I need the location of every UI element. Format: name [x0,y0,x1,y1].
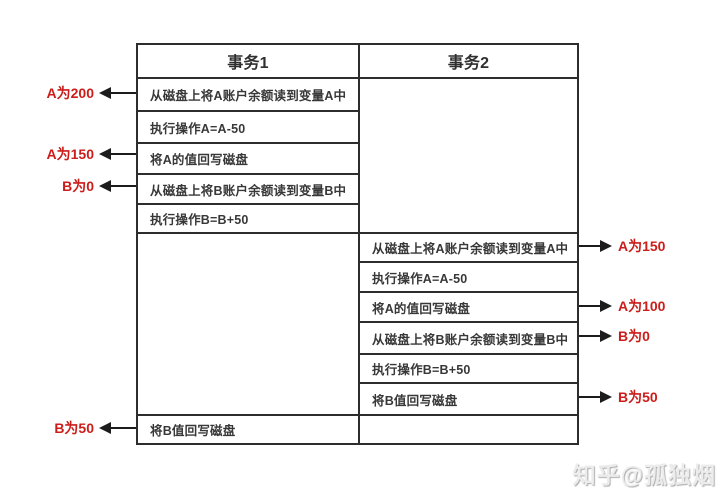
arrow-line [579,304,600,308]
column-transaction-2: 事务2 从磁盘上将A账户余额读到变量A中 执行操作A=A-50 将A的值回写磁盘… [360,45,577,443]
t2-step-compute-b: 执行操作B=B+50 [360,355,577,384]
arrow-line [579,334,600,338]
t2-step-compute-a: 执行操作A=A-50 [360,263,577,293]
schedule-table: 事务1 从磁盘上将A账户余额读到变量A中 执行操作A=A-50 将A的值回写磁盘… [136,43,579,445]
arrow-line [111,152,136,156]
t1-step-read-a: 从磁盘上将A账户余额读到变量A中 [138,79,358,112]
transaction-1-header: 事务1 [138,45,358,79]
column-transaction-1: 事务1 从磁盘上将A账户余额读到变量A中 执行操作A=A-50 将A的值回写磁盘… [138,45,360,443]
arrow-right-icon [600,240,612,252]
annotation-label: A为200 [46,85,94,101]
t1-step-compute-a: 执行操作A=A-50 [138,112,358,144]
arrow-left-icon [99,87,111,99]
t2-step-read-b: 从磁盘上将B账户余额读到变量B中 [360,323,577,355]
arrow-left-icon [99,422,111,434]
t2-step-write-a: 将A的值回写磁盘 [360,293,577,323]
t1-step-write-b: 将B值回写磁盘 [150,424,236,438]
arrow-line [579,244,600,248]
arrow-line [111,426,136,430]
annotation-label: A为100 [618,298,666,314]
annotation-label: A为150 [46,146,94,162]
t2-step-write-b: 将B值回写磁盘 [360,384,577,416]
t2-idle-cell-bottom [360,416,577,443]
arrow-right-icon [600,391,612,403]
annotation-left-b0: B为0 [62,176,136,196]
t1-step-compute-b: 执行操作B=B+50 [138,205,358,234]
annotation-right-b50: B为50 [579,387,658,407]
arrow-left-icon [99,148,111,160]
zhihu-watermark: 知乎@孤独烟 [572,462,716,488]
arrow-right-icon [600,300,612,312]
annotation-label: B为0 [62,178,94,194]
arrow-right-icon [600,330,612,342]
transaction-2-header: 事务2 [360,45,577,79]
annotation-label: A为150 [618,238,666,254]
t1-idle-cell [138,234,358,416]
arrow-left-icon [99,180,111,192]
annotation-right-b0: B为0 [579,326,650,346]
annotation-label: B为50 [618,389,658,405]
annotation-label: B为0 [618,328,650,344]
arrow-line [111,184,136,188]
annotation-left-a150: A为150 [47,144,136,164]
arrow-line [111,91,136,95]
t1-step-read-b: 从磁盘上将B账户余额读到变量B中 [138,175,358,205]
annotation-right-a100: A为100 [579,296,665,316]
t2-idle-cell [360,79,577,234]
t1-step-write-a: 将A的值回写磁盘 [138,144,358,175]
annotation-right-a150: A为150 [579,236,665,256]
annotation-left-a200: A为200 [47,83,136,103]
t2-step-read-a: 从磁盘上将A账户余额读到变量A中 [360,234,577,263]
arrow-line [579,395,600,399]
annotation-label: B为50 [54,420,94,436]
annotation-left-b50: B为50 [54,418,136,438]
